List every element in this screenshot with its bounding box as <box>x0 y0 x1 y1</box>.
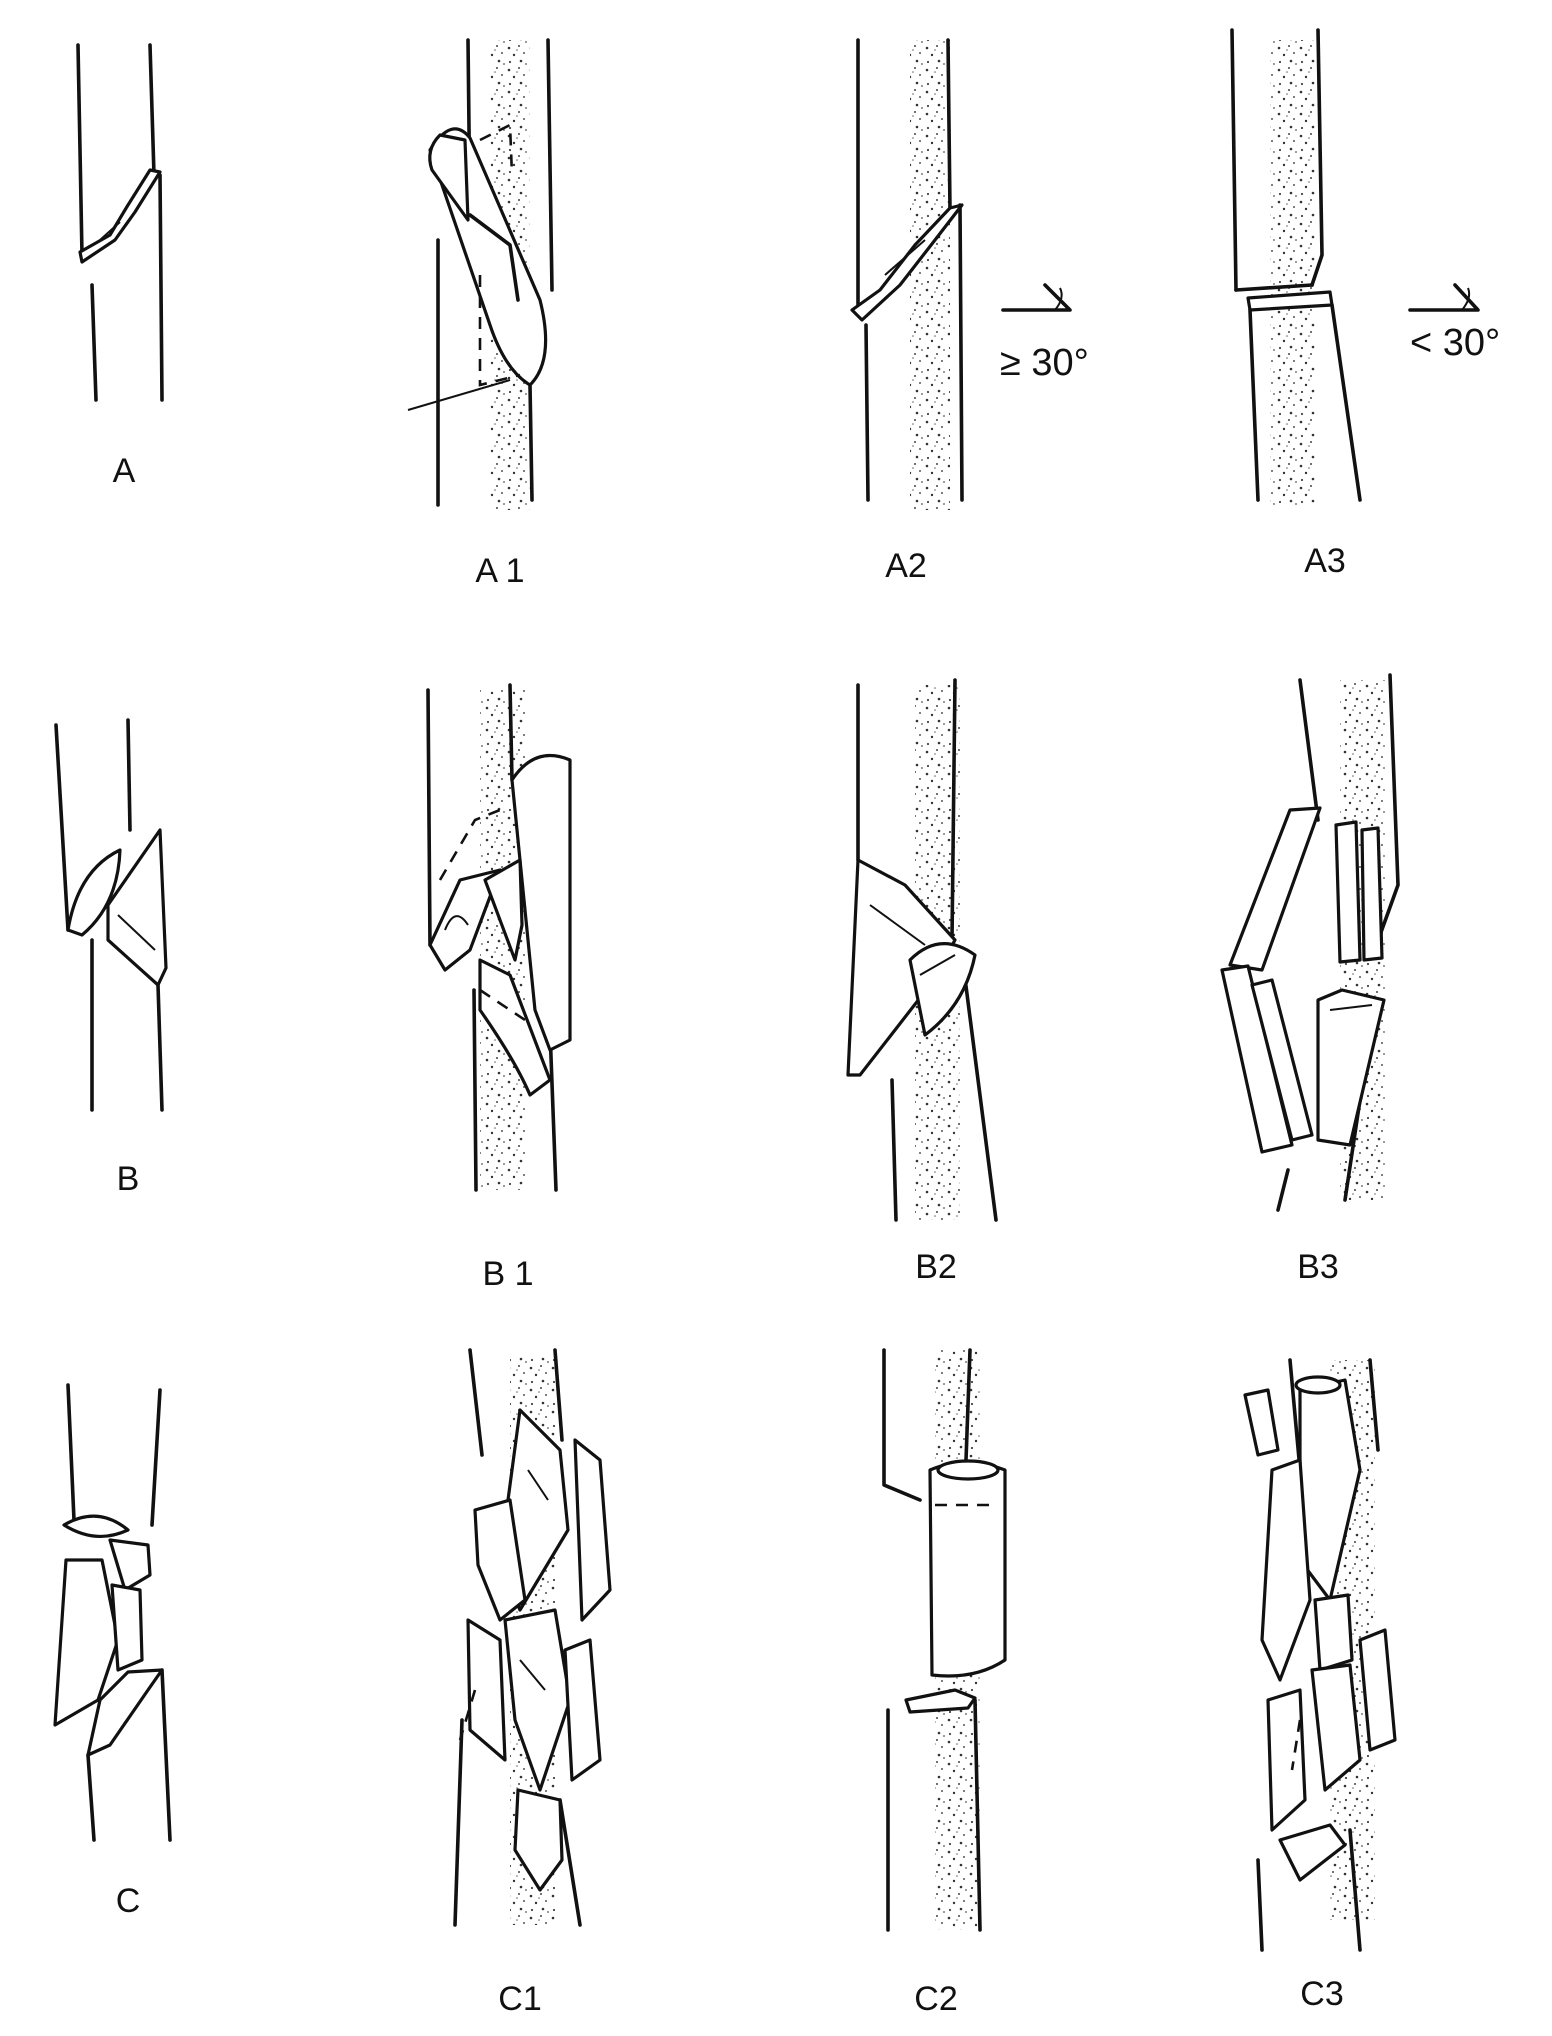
panel-b2-label: B2 <box>915 1248 957 1286</box>
panel-c-label: C <box>116 1882 141 1920</box>
panel-b1-label: B 1 <box>482 1255 533 1293</box>
panel-b2-drawing <box>846 678 998 1222</box>
panel-c3-drawing <box>1243 1358 1397 1952</box>
panel-a-label: A <box>113 452 136 490</box>
panel-a3-label: A3 <box>1304 542 1346 580</box>
panel-c-drawing <box>53 1383 172 1842</box>
angle-lt-30-annotation: < 30° <box>1410 322 1500 364</box>
panel-a-drawing <box>76 43 164 402</box>
panel-c3-label: C3 <box>1300 1975 1343 2013</box>
panel-b1-drawing <box>426 683 572 1192</box>
angle-ge-30-annotation: ≥ 30° <box>1000 342 1089 384</box>
panel-b3-label: B3 <box>1297 1248 1339 1286</box>
panel-c1-label: C1 <box>498 1980 541 2018</box>
panel-a1-drawing <box>407 38 554 510</box>
panel-a2-label: A2 <box>885 547 927 585</box>
panel-b3-drawing <box>1220 673 1400 1212</box>
panel-c2-drawing <box>882 1348 1007 1932</box>
panel-b-drawing <box>54 718 168 1112</box>
panel-a1-label: A 1 <box>475 552 524 590</box>
panel-a3-drawing <box>1230 28 1480 505</box>
panel-c2-label: C2 <box>914 1980 957 2018</box>
panel-c1-drawing <box>453 1348 612 1927</box>
panel-a2-drawing <box>850 38 1072 510</box>
panel-b-label: B <box>117 1160 140 1198</box>
